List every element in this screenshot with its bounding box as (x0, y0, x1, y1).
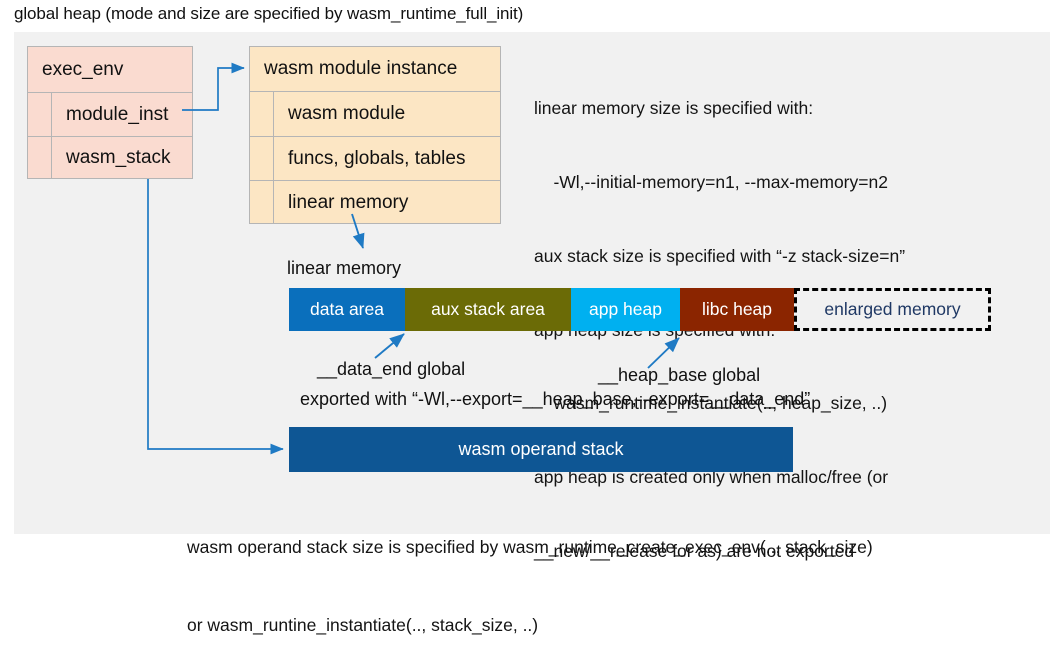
module-instance-row-wasm-module: wasm module (250, 92, 500, 136)
note-line: wasm_runtime_instantiate(.., heap_size, … (534, 393, 888, 414)
indent-spacer (250, 181, 274, 224)
operand-stack-notes: wasm operand stack size is specified by … (187, 482, 1037, 664)
note-line: aux stack size is specified with “-z sta… (534, 245, 906, 266)
indent-spacer (250, 92, 274, 136)
annotation-exported-with: exported with “-Wl,--export=__heap_base,… (300, 389, 811, 409)
indent-spacer (28, 93, 52, 136)
indent-spacer (28, 137, 52, 179)
module-instance-row-label: wasm module (288, 103, 406, 124)
page-title: global heap (mode and size are specified… (14, 4, 524, 23)
module-instance-row-funcs-globals-tables: funcs, globals, tables (250, 136, 500, 180)
note-line: -Wl,--initial-memory=n1, --max-memory=n2 (534, 171, 888, 192)
exec-env-row-wasm-stack: wasm_stack (28, 136, 192, 179)
module-instance-row-linear-memory: linear memory (250, 180, 500, 224)
wasm-operand-stack-box: wasm operand stack (289, 427, 793, 472)
memory-segment-data-area: data area (289, 288, 405, 331)
indent-spacer (250, 137, 274, 180)
note-line: app heap is created only when malloc/fre… (534, 467, 889, 488)
memory-segment-aux-stack-area: aux stack area (405, 288, 571, 331)
exec-env-row-label: wasm_stack (66, 147, 171, 168)
memory-segment-enlarged-memory: enlarged memory (794, 288, 991, 331)
memory-segment-libc-heap: libc heap (680, 288, 794, 331)
exec-env-header: exec_env (28, 47, 192, 93)
bottom-note-line: wasm operand stack size is specified by … (187, 537, 873, 557)
note-line: linear memory size is specified with: (534, 98, 814, 119)
exec-env-row-module-inst: module_inst (28, 93, 192, 136)
annotation-heap-base-global: __heap_base global (598, 365, 761, 385)
bottom-note-line: or wasm_runtine_instantiate(.., stack_si… (187, 615, 539, 635)
exec-env-row-label: module_inst (66, 103, 169, 125)
linear-memory-caption: linear memory (287, 258, 402, 278)
wasm-module-instance-box: wasm module instance wasm module funcs, … (249, 46, 501, 224)
memory-segment-app-heap: app heap (571, 288, 680, 331)
linear-memory-bar: data area aux stack area app heap libc h… (289, 288, 991, 331)
module-instance-header: wasm module instance (250, 47, 500, 92)
module-instance-row-label: linear memory (288, 191, 409, 213)
module-instance-row-label: funcs, globals, tables (288, 147, 466, 169)
exec-env-box: exec_env module_inst wasm_stack (27, 46, 193, 179)
annotation-data-end-global: __data_end global (317, 359, 466, 379)
